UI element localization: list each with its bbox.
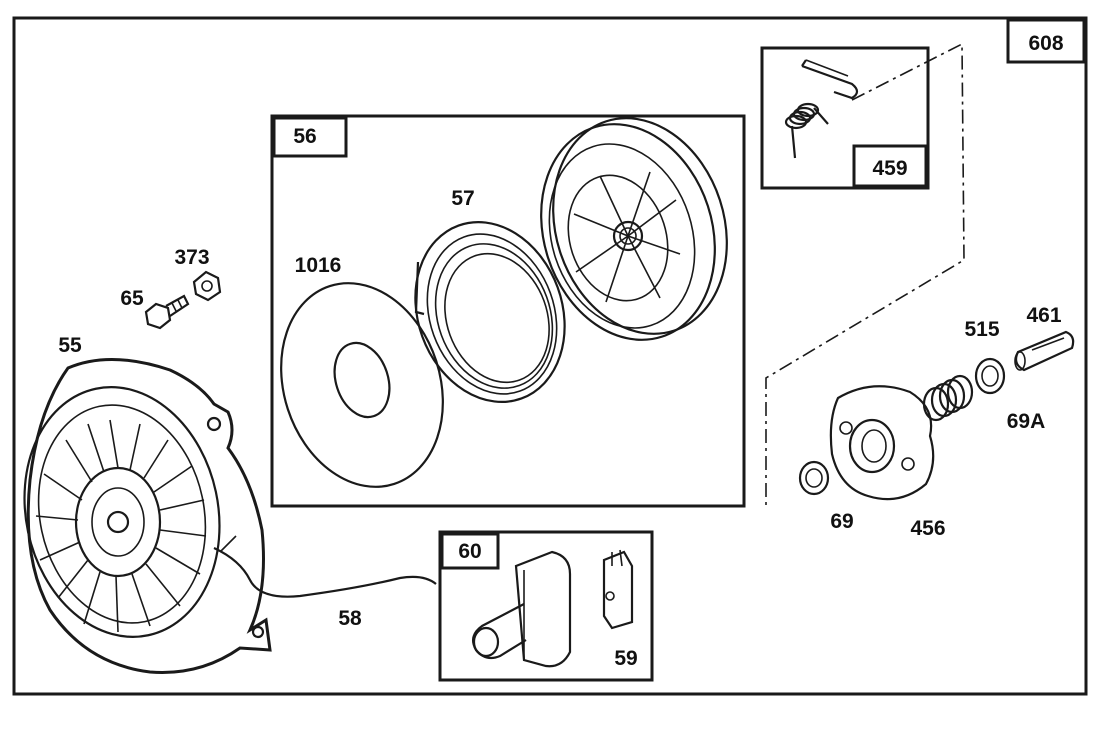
part-label-65: 65	[120, 287, 144, 310]
rewind-spring-icon	[414, 221, 566, 403]
starter-ratchet-icon	[829, 385, 935, 501]
part-label-69: 69	[830, 510, 853, 533]
diagram-frame	[12, 16, 1088, 696]
part-box-56: 56 1016 57	[270, 114, 746, 508]
retainer-pin-icon	[1014, 330, 1075, 372]
part-label-459: 459	[872, 157, 907, 180]
washer-69-icon	[798, 460, 830, 496]
part-label-59: 59	[614, 647, 637, 670]
starter-handle-icon	[471, 550, 572, 668]
part-label-515: 515	[964, 318, 999, 341]
rope-insert-icon	[602, 549, 634, 630]
part-label-69a: 69A	[1007, 410, 1046, 433]
assembly-leader-line	[765, 42, 965, 506]
washer-69a-icon	[974, 357, 1006, 395]
hex-bolt-icon	[144, 294, 190, 330]
part-box-608: 608	[1006, 18, 1086, 64]
hex-nut-icon	[192, 270, 222, 302]
part-label-56: 56	[293, 125, 316, 148]
part-box-60: 60 59	[438, 530, 654, 682]
spring-cup-washer-icon	[280, 282, 444, 488]
part-label-57: 57	[451, 187, 474, 210]
part-label-456: 456	[910, 517, 945, 540]
compression-spring-icon	[922, 374, 974, 422]
part-label-1016: 1016	[295, 254, 342, 277]
starter-pulley-icon	[540, 117, 728, 341]
part-label-608: 608	[1028, 32, 1063, 55]
part-box-459: 459	[760, 46, 930, 190]
spring-clip-icon	[801, 59, 859, 100]
part-label-461: 461	[1026, 304, 1061, 327]
starter-rope-icon	[213, 535, 437, 598]
part-label-55: 55	[58, 334, 82, 357]
part-label-373: 373	[174, 246, 209, 269]
part-label-60: 60	[458, 540, 481, 563]
recoil-starter-housing-icon	[23, 357, 272, 674]
part-label-58: 58	[338, 607, 362, 630]
torsion-spring-icon	[784, 102, 829, 159]
